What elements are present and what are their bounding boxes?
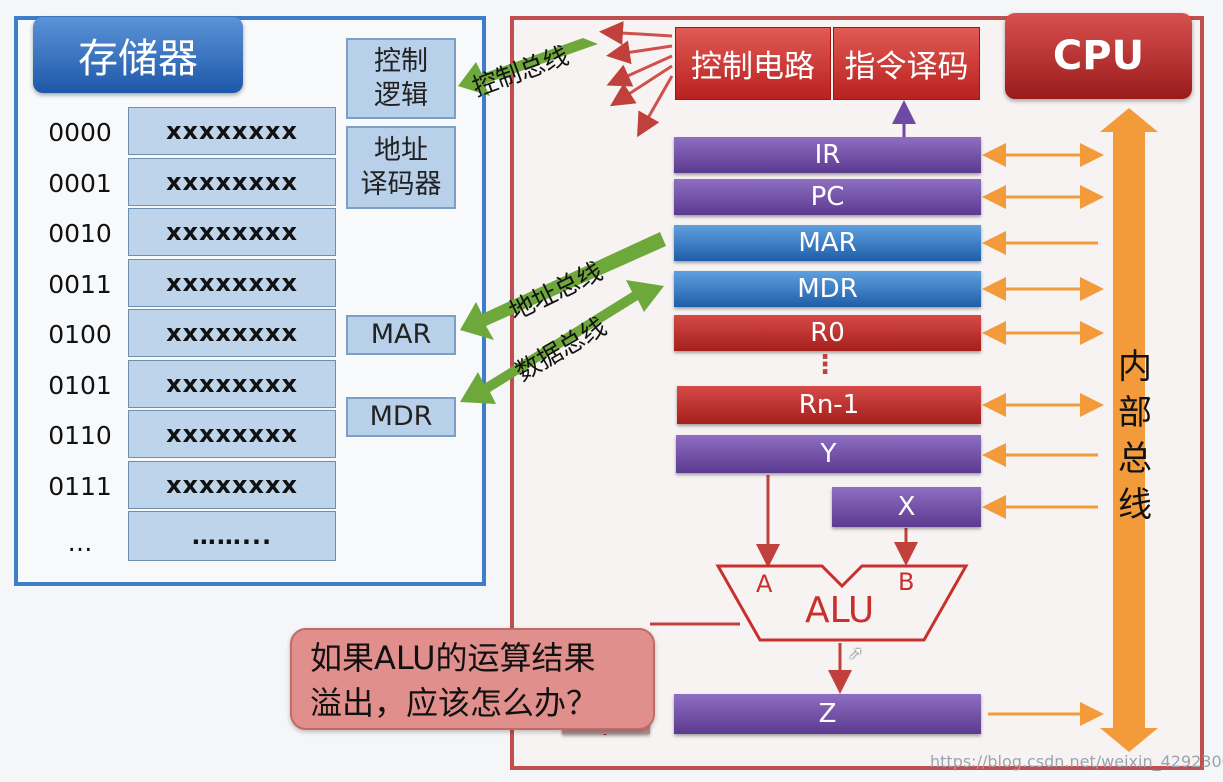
register-r0: R0: [674, 315, 981, 351]
memory-cell: xxxxxxxx: [128, 309, 336, 357]
memory-cell: xxxxxxxx: [128, 259, 336, 307]
data-bus-arrow: [460, 280, 664, 404]
address-label: 0001: [48, 169, 112, 198]
address-decoder-box: 地址 译码器: [346, 126, 456, 209]
memory-cell: xxxxxxxx: [128, 410, 336, 458]
address-label: 0010: [48, 219, 112, 248]
register-x: X: [832, 487, 981, 527]
memory-mdr-box: MDR: [346, 397, 456, 437]
internal-bus-char: 总: [1118, 438, 1152, 479]
memory-cell: xxxxxxxx: [128, 208, 336, 256]
control-bus-arrow: [458, 38, 598, 96]
register-mar: MAR: [674, 225, 981, 261]
watermark: https://blog.csdn.net/weixin_42923007: [930, 752, 1223, 771]
memory-cell: ……...: [128, 511, 336, 561]
address-decoder-line: 地址: [374, 134, 428, 166]
callout-line: 如果ALU的运算结果: [310, 639, 596, 677]
alu-label: ALU: [805, 590, 875, 631]
address-label: 0011: [48, 270, 112, 299]
overflow-question-callout: 如果ALU的运算结果 溢出，应该怎么办？: [290, 628, 655, 730]
callout-line: 溢出，应该怎么办？: [310, 683, 599, 722]
memory-cell: xxxxxxxx: [128, 360, 336, 408]
address-label: …: [67, 528, 93, 557]
mouse-cursor-icon: ➚: [848, 643, 864, 664]
address-label: 0101: [48, 371, 112, 400]
register-rn-1: Rn-1: [677, 386, 981, 424]
address-decoder-line: 译码器: [360, 168, 442, 200]
memory-mar-box: MAR: [346, 315, 456, 355]
register-ellipsis: ⋮: [812, 350, 838, 380]
control-logic-line: 控制: [374, 45, 428, 77]
control-circuit-box: 控制电路: [675, 27, 831, 100]
instruction-decode-box: 指令译码: [833, 27, 980, 100]
address-label: 0100: [48, 320, 112, 349]
address-bus-arrow: [460, 232, 666, 340]
register-z: Z: [674, 694, 981, 734]
memory-cell: xxxxxxxx: [128, 107, 336, 155]
address-label: 0000: [48, 118, 112, 147]
address-label: 0111: [48, 472, 112, 501]
register-mdr: MDR: [674, 271, 981, 307]
internal-bus-char: 部: [1118, 392, 1152, 433]
memory-cell: xxxxxxxx: [128, 461, 336, 509]
memory-title: 存储器: [33, 17, 243, 93]
alu-shape: [715, 564, 969, 642]
internal-bus-char: 线: [1118, 484, 1152, 525]
alu-input-b: B: [898, 568, 915, 596]
internal-bus-arrow: [1100, 108, 1158, 752]
alu-input-a: A: [756, 570, 773, 598]
register-pc: PC: [674, 179, 981, 215]
address-label: 0110: [48, 421, 112, 450]
internal-bus-label: 内 部 总 线: [1115, 345, 1155, 529]
control-signal-arrows: [599, 21, 674, 138]
control-logic-box: 控制 逻辑: [346, 38, 456, 119]
control-logic-line: 逻辑: [374, 79, 428, 111]
internal-bus-char: 内: [1118, 347, 1152, 387]
cpu-title: CPU: [1005, 13, 1192, 99]
register-y: Y: [676, 435, 981, 473]
memory-cell: xxxxxxxx: [128, 158, 336, 206]
register-ir: IR: [674, 137, 981, 173]
